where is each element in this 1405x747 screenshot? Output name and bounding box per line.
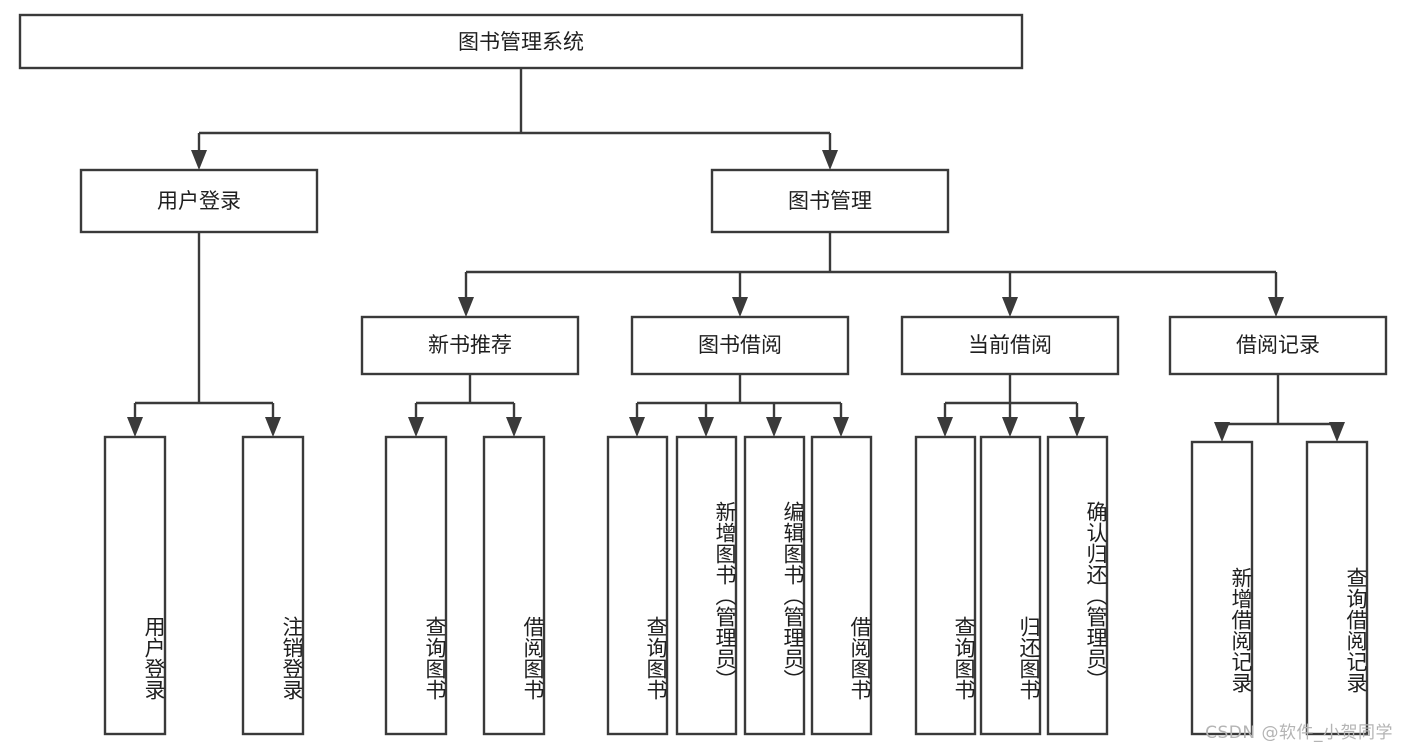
node-borrow-record-box[interactable] bbox=[1168, 315, 1388, 376]
leaf-box-borrow-record-0[interactable] bbox=[1190, 440, 1254, 736]
arrowhead-newbook-leaf-2 bbox=[506, 417, 522, 437]
arrowhead-newbook-leaf-1 bbox=[408, 417, 424, 437]
leaf-box-user-login-0[interactable] bbox=[103, 435, 167, 736]
leaf-box-new-book-1[interactable] bbox=[482, 435, 546, 736]
arrowhead-current-borrow bbox=[1002, 297, 1018, 317]
node-borrow-record-label: 借阅记录 bbox=[1236, 333, 1320, 357]
leaf-box-current-borrow-1[interactable] bbox=[979, 435, 1042, 736]
node-new-book-label: 新书推荐 bbox=[428, 333, 512, 357]
arrowhead-book-manage bbox=[822, 150, 838, 170]
arrowhead-user-login bbox=[191, 150, 207, 170]
leaf-box-book-borrow-2[interactable] bbox=[743, 435, 806, 736]
node-new-book-box[interactable] bbox=[360, 315, 580, 376]
leaf-box-borrow-record-1[interactable] bbox=[1305, 440, 1369, 736]
arrowhead-bookborrow-leaf-1 bbox=[629, 417, 645, 437]
arrowhead-currentborrow-leaf-3 bbox=[1069, 417, 1085, 437]
node-user-login-box[interactable] bbox=[79, 168, 319, 234]
arrowhead-borrow-record bbox=[1268, 297, 1284, 317]
node-layer: 图书管理系统 用户登录 图书管理 新书推荐 图书借阅 当前借阅 借阅记录 bbox=[18, 13, 1388, 736]
node-current-borrow-box[interactable] bbox=[900, 315, 1120, 376]
arrowhead-bookborrow-leaf-2 bbox=[698, 417, 714, 437]
leaf-box-book-borrow-3[interactable] bbox=[810, 435, 873, 736]
node-book-borrow-box[interactable] bbox=[630, 315, 850, 376]
arrowhead-bookborrow-leaf-3 bbox=[766, 417, 782, 437]
arrowhead-currentborrow-leaf-1 bbox=[937, 417, 953, 437]
node-current-borrow-label: 当前借阅 bbox=[968, 333, 1052, 357]
leaf-box-user-login-1[interactable] bbox=[241, 435, 305, 736]
node-book-manage-label: 图书管理 bbox=[788, 189, 872, 213]
node-user-login-label: 用户登录 bbox=[157, 189, 241, 213]
arrowhead-borrowrecord-leaf-2 bbox=[1329, 422, 1345, 442]
arrowhead-bookborrow-leaf-4 bbox=[833, 417, 849, 437]
leaf-box-current-borrow-0[interactable] bbox=[914, 435, 977, 736]
leaf-box-book-borrow-0[interactable] bbox=[606, 435, 669, 736]
arrowhead-leaf-user-login bbox=[127, 417, 143, 437]
arrowhead-new-book bbox=[458, 297, 474, 317]
leaf-box-new-book-0[interactable] bbox=[384, 435, 448, 736]
node-book-manage-box[interactable] bbox=[710, 168, 950, 234]
arrowhead-leaf-logout bbox=[265, 417, 281, 437]
arrowhead-borrowrecord-leaf-1 bbox=[1214, 422, 1230, 442]
arrowhead-currentborrow-leaf-2 bbox=[1002, 417, 1018, 437]
node-root-box[interactable] bbox=[18, 13, 1024, 70]
leaf-box-book-borrow-1[interactable] bbox=[675, 435, 738, 736]
connector-layer bbox=[127, 68, 1345, 442]
arrowhead-book-borrow bbox=[732, 297, 748, 317]
node-root-label: 图书管理系统 bbox=[458, 30, 584, 54]
leaf-box-current-borrow-2[interactable] bbox=[1046, 435, 1109, 736]
node-book-borrow-label: 图书借阅 bbox=[698, 333, 782, 357]
